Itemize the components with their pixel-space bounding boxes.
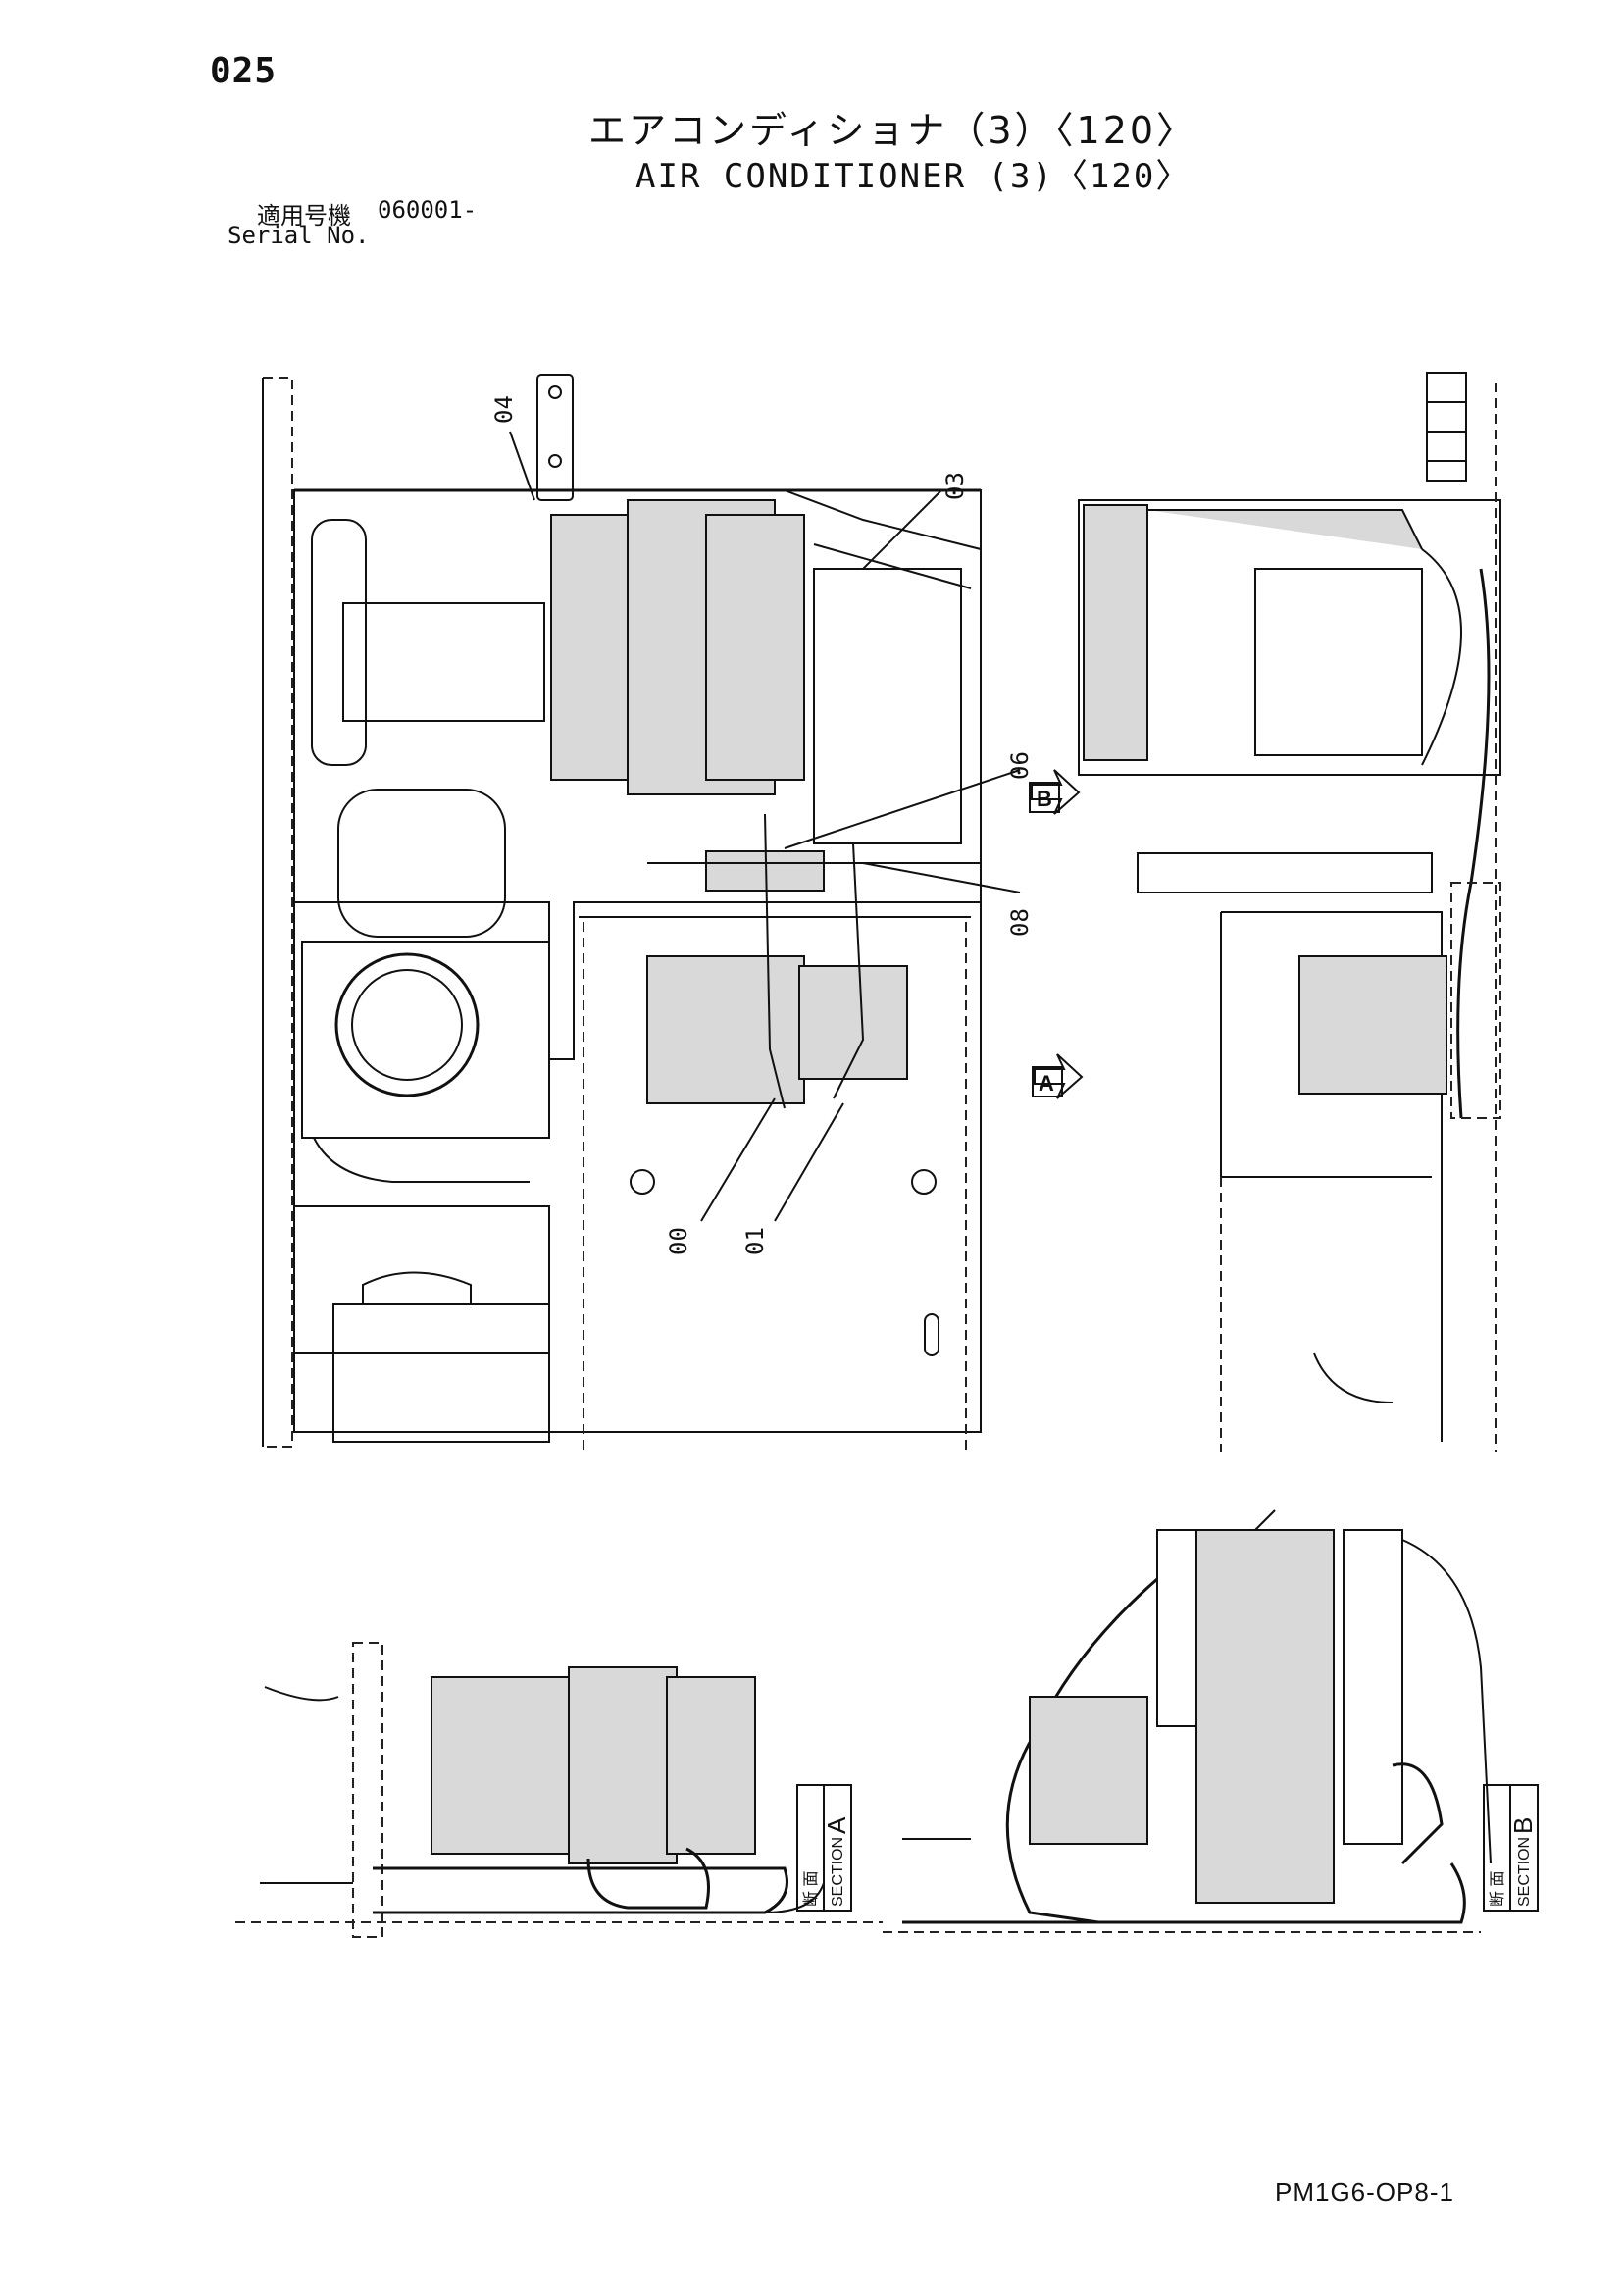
callout-label: 08 [1006, 908, 1034, 937]
section-letter: B [1508, 1817, 1538, 1834]
callout-04: 04 [490, 395, 535, 501]
callout-label: 03 [941, 472, 969, 500]
section-label-jp: 断 面 [802, 1871, 820, 1907]
view-letter: A [1039, 1071, 1054, 1096]
right-side-view [1078, 372, 1501, 1452]
callout-label: 04 [490, 395, 518, 424]
serial-number: 060001- [378, 196, 478, 224]
page-title-japanese: エアコンディショナ（3）〈120〉 [588, 109, 1197, 152]
serial-label-japanese: 適用号機 [257, 202, 351, 230]
callout-01: 01 [741, 1102, 844, 1255]
section-b-label: 断 面 SECTION B [1483, 1784, 1539, 1912]
callout-03: 03 [862, 472, 969, 570]
section-letter: A [822, 1816, 851, 1834]
callout-label: 06 [1006, 751, 1034, 780]
view-marker-a: A [1032, 1053, 1084, 1099]
section-a-label: 断 面 SECTION A [796, 1784, 852, 1912]
main-plan-view [262, 374, 982, 1452]
page-title-english: AIR CONDITIONER (3)〈120〉 [635, 157, 1192, 196]
page-number: 025 [210, 51, 278, 91]
section-b-view [883, 1509, 1492, 1933]
section-a-view [235, 1642, 883, 1938]
view-letter: B [1037, 787, 1052, 811]
view-marker-b: B [1029, 769, 1081, 815]
section-label-jp: 断 面 [1489, 1871, 1506, 1907]
callout-08: 08 [862, 862, 1034, 937]
serial-label-english: Serial No. [228, 222, 370, 249]
document-code: PM1G6-OP8-1 [1275, 2177, 1454, 2207]
section-label-en: SECTION [830, 1837, 846, 1907]
callout-label: 00 [665, 1227, 692, 1255]
callout-06: 06 [784, 751, 1034, 849]
callout-00: 00 [665, 1097, 776, 1255]
callout-label: 01 [741, 1227, 769, 1255]
section-label-en: SECTION [1516, 1837, 1533, 1907]
